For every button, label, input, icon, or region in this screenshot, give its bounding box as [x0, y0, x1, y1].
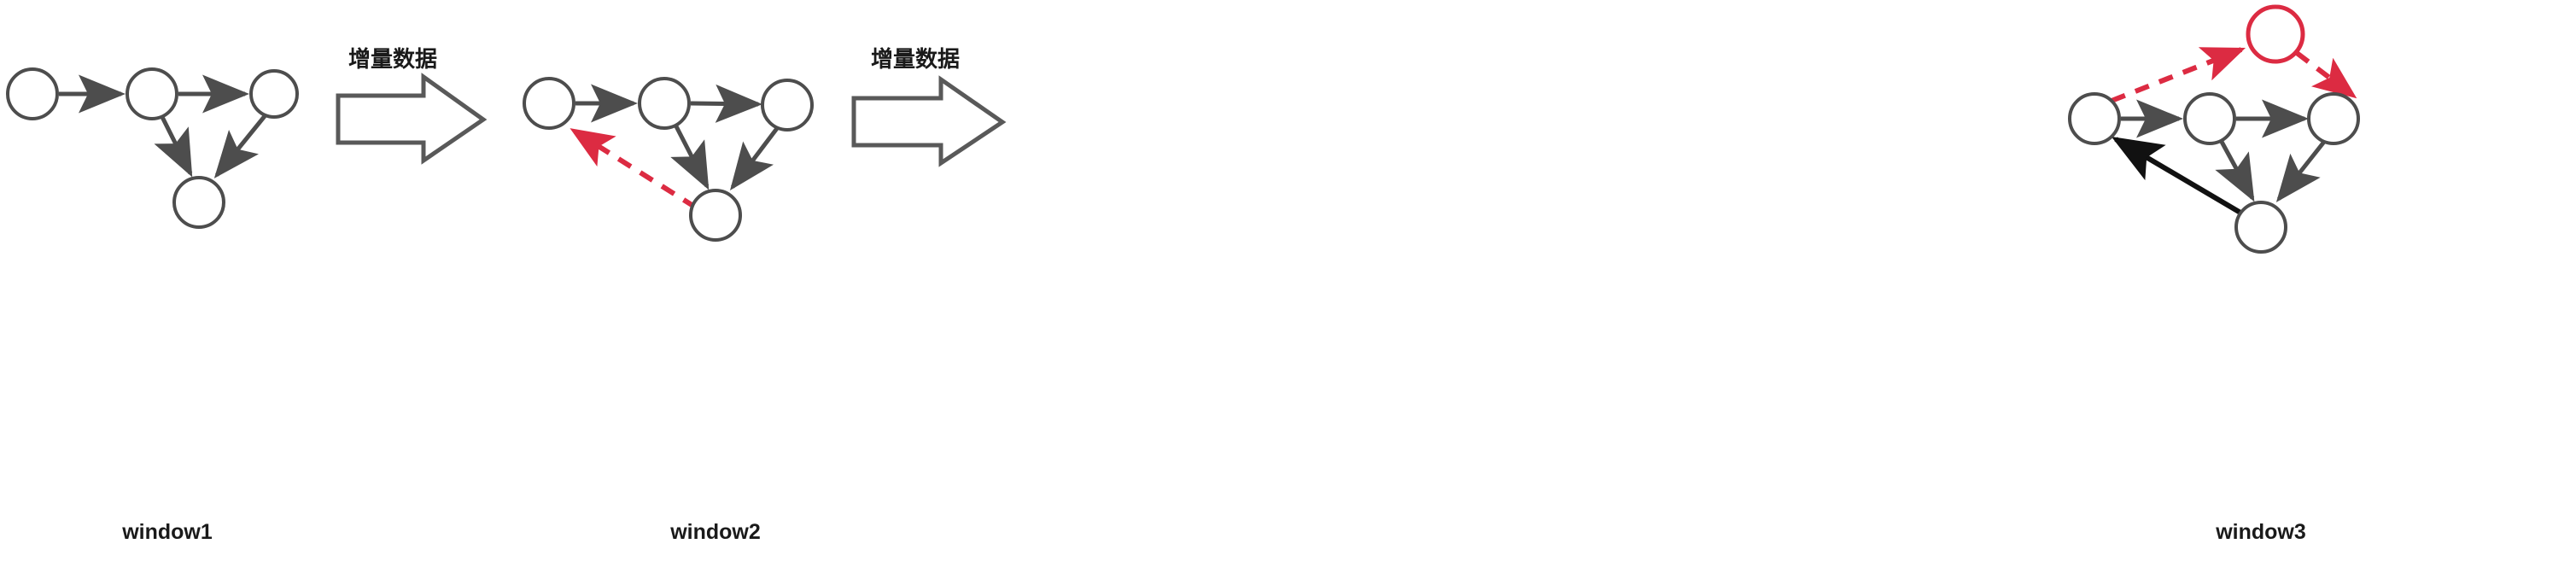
edge-w2n3-w2n4 — [729, 126, 780, 190]
block-arrow-label-1: 增量数据 — [348, 46, 437, 72]
node-w3n3[interactable] — [2307, 92, 2360, 145]
node-w2n1[interactable] — [523, 77, 575, 130]
node-w1n1[interactable] — [6, 67, 59, 120]
node-w2n3[interactable] — [761, 79, 814, 132]
node-w1n3[interactable] — [249, 69, 299, 119]
block-arrow-shape-1 — [336, 73, 488, 165]
node-w3n2[interactable] — [2183, 92, 2236, 145]
caption-window2: window2 — [669, 520, 761, 544]
node-w3n0-new[interactable] — [2246, 4, 2305, 64]
edge-w3n0-w3n3-new — [2295, 50, 2357, 99]
edge-w2n2-w2n4 — [670, 125, 710, 190]
panel-window3: window3 — [2068, 4, 2360, 544]
edge-w3n4-w3n1-new — [2111, 136, 2242, 215]
caption-window3: window3 — [2215, 520, 2306, 544]
panel-window2: window2 — [523, 77, 814, 544]
edge-w3n3-w3n4 — [2275, 140, 2326, 202]
edge-w1n3-w1n4 — [213, 114, 266, 178]
panel-window1: window1 — [6, 67, 299, 544]
node-w3n1[interactable] — [2068, 92, 2121, 145]
edge-w1n2-w1n4 — [154, 115, 193, 178]
caption-window1: window1 — [121, 520, 213, 544]
node-w1n2[interactable] — [126, 67, 178, 120]
node-w2n4[interactable] — [689, 189, 742, 242]
edge-w2n2-w2n3 — [690, 84, 762, 123]
node-w3n4[interactable] — [2234, 201, 2287, 254]
edge-w3n2-w3n4 — [2215, 140, 2255, 202]
block-arrow-label-2: 增量数据 — [871, 46, 960, 72]
block-arrow-2: 增量数据 — [851, 46, 1007, 167]
block-arrow-shape-2 — [851, 75, 1007, 167]
node-w1n4[interactable] — [172, 176, 225, 229]
block-arrow-1: 增量数据 — [336, 46, 488, 165]
node-w2n2[interactable] — [638, 77, 691, 130]
edge-w3n1-w3n0-new — [2110, 47, 2246, 103]
edge-w2n4-w2n1-new — [570, 128, 698, 210]
